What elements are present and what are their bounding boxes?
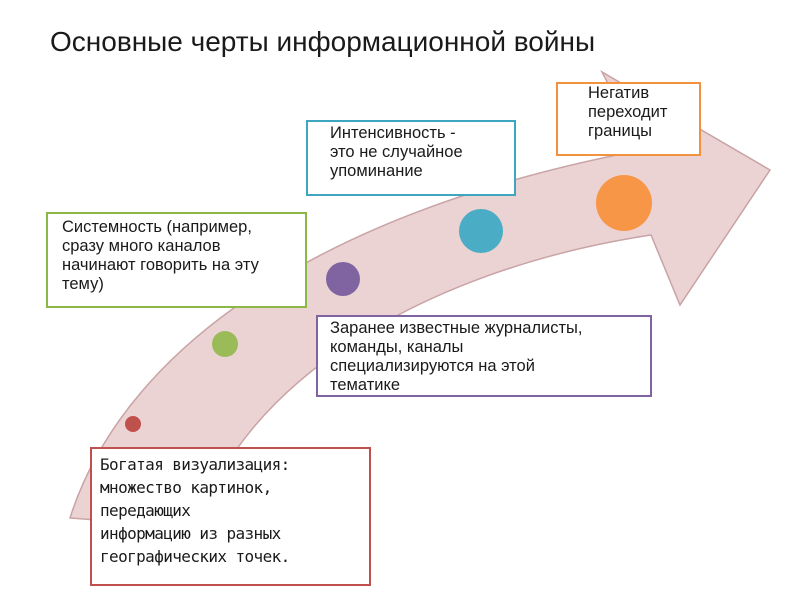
text-box-negative: Негатив переходит границы <box>556 82 701 156</box>
page-title: Основные черты информационной войны <box>50 26 596 57</box>
curved-arrow-icon <box>68 70 772 529</box>
dot-purple <box>326 262 360 296</box>
dot-green <box>212 331 238 357</box>
dot-cyan <box>459 209 503 253</box>
dot-orange <box>596 175 652 231</box>
text-box-intensity: Интенсивность - это не случайное упомина… <box>306 120 516 196</box>
text-box-visualization: Богатая визуализация: множество картинок… <box>90 447 371 586</box>
text-box-known-journalists: Заранее известные журналисты, команды, к… <box>316 315 652 397</box>
dot-red <box>125 416 141 432</box>
text-box-systemic: Системность (например, сразу много канал… <box>46 212 307 308</box>
